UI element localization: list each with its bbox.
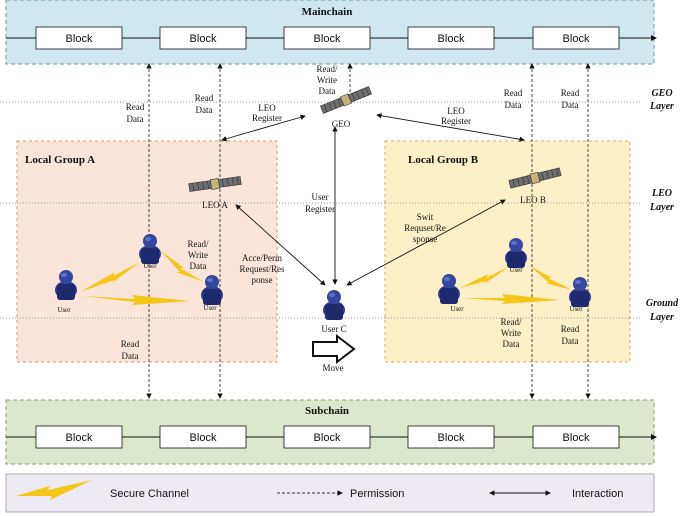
geo-layer-label: GEO <box>651 88 672 99</box>
svg-text:Data: Data <box>319 86 336 96</box>
svg-text:Data: Data <box>190 261 207 271</box>
svg-text:Layer: Layer <box>649 312 674 323</box>
svg-text:Request/Res: Request/Res <box>240 264 285 274</box>
subchain-block: Block <box>283 425 371 449</box>
group-a-user-label: User <box>203 304 217 312</box>
svg-text:Register: Register <box>305 204 335 214</box>
geo-label: GEO <box>332 119 351 129</box>
svg-text:Read/: Read/ <box>501 317 522 327</box>
legend-permission: Permission <box>350 488 404 500</box>
svg-text:Layer: Layer <box>649 202 674 213</box>
svg-text:Block: Block <box>190 432 217 444</box>
layer-labels: GEO Layer LEO Layer Ground Layer <box>646 88 679 323</box>
svg-text:User: User <box>312 192 329 202</box>
interaction-arrows <box>221 113 525 286</box>
mainchain-block: Block <box>532 26 620 50</box>
svg-text:Block: Block <box>438 432 465 444</box>
svg-text:Write: Write <box>501 328 521 338</box>
svg-text:Read/: Read/ <box>188 239 209 249</box>
svg-text:Data: Data <box>562 100 579 110</box>
svg-text:Write: Write <box>188 250 208 260</box>
mainchain-block: Block <box>35 26 123 50</box>
svg-text:Block: Block <box>438 33 465 45</box>
svg-text:Read: Read <box>561 324 580 334</box>
svg-text:LEO: LEO <box>258 103 276 113</box>
subchain-block: Block <box>407 425 495 449</box>
secure-channel-group-b <box>460 266 572 304</box>
ground-layer-label: Ground <box>646 298 679 309</box>
svg-text:Data: Data <box>122 351 139 361</box>
mainchain-title: Mainchain <box>302 6 353 18</box>
secure-channel-group-a <box>80 250 204 305</box>
svg-text:ponse: ponse <box>252 275 273 285</box>
svg-text:Read: Read <box>195 93 214 103</box>
mainchain-block: Block <box>407 26 495 50</box>
subchain-block: Block <box>159 425 247 449</box>
leo-layer-label: LEO <box>651 188 672 199</box>
subchain: Subchain Block Block Block Block Block <box>5 399 657 465</box>
svg-text:Read: Read <box>121 339 140 349</box>
group-b-title: Local Group B <box>408 154 479 166</box>
mainchain-block: Block <box>159 26 247 50</box>
move-arrow-icon <box>312 333 356 365</box>
user-c-icon <box>323 290 345 320</box>
svg-text:Register: Register <box>441 116 471 126</box>
svg-text:Data: Data <box>127 114 144 124</box>
group-b-user-label: User <box>509 266 523 274</box>
svg-text:Requset/Re: Requset/Re <box>404 223 446 233</box>
group-a-user-label: User <box>143 262 157 270</box>
svg-text:Block: Block <box>314 432 341 444</box>
svg-text:Register: Register <box>252 113 282 123</box>
subchain-block: Block <box>35 425 123 449</box>
group-a-user-label: User <box>57 306 71 314</box>
subchain-block: Block <box>532 425 620 449</box>
svg-text:Layer: Layer <box>649 101 674 112</box>
svg-text:sponse: sponse <box>413 234 438 244</box>
svg-text:Data: Data <box>562 336 579 346</box>
permission-arrows <box>146 63 591 399</box>
annotations: Read Data Read Data LEO Register Read/ W… <box>121 64 580 361</box>
svg-text:Write: Write <box>317 75 337 85</box>
legend-interaction: Interaction <box>572 488 623 500</box>
svg-text:LEO: LEO <box>447 106 465 116</box>
secure-channel-legend-icon <box>16 480 92 500</box>
svg-text:Block: Block <box>314 33 341 45</box>
mainchain: Mainchain Block Block Block Block Block <box>5 0 657 65</box>
group-b-user-label: User <box>450 305 464 313</box>
svg-text:Data: Data <box>505 100 522 110</box>
mainchain-block: Block <box>283 26 371 50</box>
svg-text:Block: Block <box>563 432 590 444</box>
group-b-user-label: User <box>569 305 583 313</box>
subchain-title: Subchain <box>305 405 349 417</box>
svg-text:Read: Read <box>561 88 580 98</box>
legend-secure-channel: Secure Channel <box>110 488 189 500</box>
svg-text:Swit: Swit <box>417 212 434 222</box>
svg-text:Read: Read <box>504 88 523 98</box>
svg-text:Block: Block <box>190 33 217 45</box>
user-c-label: User C <box>321 324 346 334</box>
svg-text:Data: Data <box>503 339 520 349</box>
svg-text:Acce/Perm: Acce/Perm <box>242 253 282 263</box>
leo-b-label: LEO B <box>520 195 546 205</box>
legend: Secure Channel Permission Interaction <box>5 473 655 513</box>
svg-text:Read: Read <box>126 102 145 112</box>
leo-a-label: LEO A <box>202 200 228 210</box>
move-label: Move <box>323 363 344 373</box>
svg-text:Data: Data <box>196 105 213 115</box>
svg-text:Block: Block <box>66 33 93 45</box>
svg-text:Block: Block <box>563 33 590 45</box>
svg-text:Read/: Read/ <box>317 64 338 74</box>
svg-text:Block: Block <box>66 432 93 444</box>
group-a-title: Local Group A <box>25 154 95 166</box>
